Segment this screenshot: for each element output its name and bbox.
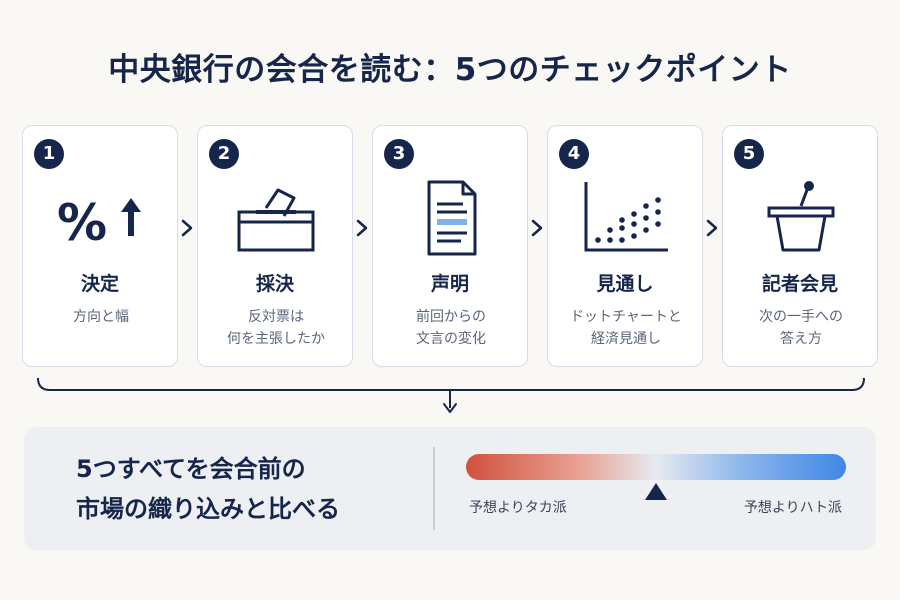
svg-text:%: % — [57, 194, 107, 252]
step-number-badge: 2 — [209, 139, 239, 169]
chevron-right-icon — [181, 219, 193, 237]
page-title: 中央銀行の会合を読む：5つのチェックポイント — [108, 52, 792, 88]
step-number-badge: 5 — [734, 139, 764, 169]
step-card-4: 4 見通し ドットチャートと 経済見通し — [547, 125, 703, 367]
step-description: 反対票は 何を主張したか — [227, 309, 325, 347]
scale-right-label: 予想よりハト派 — [743, 500, 842, 516]
checkpoint-steps: 1 % 決定 方向と幅 2 採決 反対票は 何を主 — [22, 125, 878, 367]
divider — [433, 447, 435, 530]
step-title: 採決 — [255, 273, 294, 295]
summary-text: 5つすべてを会合前の 市場の織り込みと比べる — [76, 455, 340, 523]
step-number-badge: 1 — [34, 139, 64, 169]
step-title: 声明 — [430, 273, 469, 295]
step-description: 次の一手への 答え方 — [759, 309, 843, 347]
percent-up-icon: % — [51, 178, 151, 258]
step-card-3: 3 声明 前回からの 文言の変化 — [372, 125, 528, 367]
step-number-badge: 4 — [559, 139, 589, 169]
step-card-5: 5 記者会見 次の一手への 答え方 — [722, 125, 878, 367]
summary-panel: 5つすべてを会合前の 市場の織り込みと比べる 予想よりタカ派 予想よりハト派 — [24, 427, 876, 550]
step-card-2: 2 採決 反対票は 何を主張したか — [197, 125, 353, 367]
chevron-right-icon — [531, 219, 543, 237]
dot-chart-icon — [576, 178, 676, 258]
step-description: 前回からの 文言の変化 — [416, 309, 486, 347]
step-card-1: 1 % 決定 方向と幅 — [22, 125, 178, 367]
chevron-right-icon — [706, 219, 718, 237]
step-title: 記者会見 — [761, 273, 838, 295]
step-number-badge: 3 — [384, 139, 414, 169]
podium-icon — [751, 178, 851, 258]
step-title: 決定 — [80, 273, 119, 295]
scale-marker-icon — [645, 483, 667, 500]
ballot-box-icon — [226, 178, 326, 258]
step-title: 見通し — [596, 273, 654, 295]
document-icon — [401, 178, 501, 258]
hawk-dove-scale-bar — [466, 454, 846, 480]
chevron-right-icon — [356, 219, 368, 237]
scale-left-label: 予想よりタカ派 — [469, 500, 567, 516]
step-description: 方向と幅 — [73, 309, 129, 325]
step-description: ドットチャートと 経済見通し — [570, 309, 682, 347]
